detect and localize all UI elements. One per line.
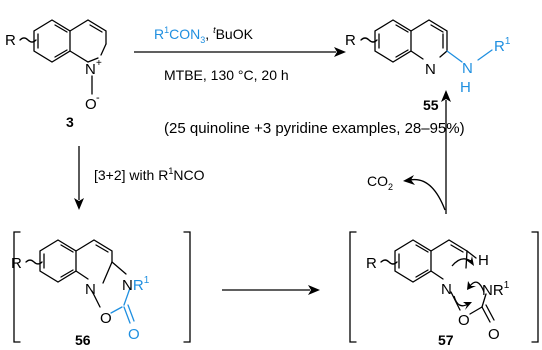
c55-substituent-bond (360, 37, 378, 43)
c55-c-n-bond (439, 50, 448, 58)
c57-carbonyl-bond (485, 304, 495, 321)
c3-pyridine-ring-bottom (69, 50, 99, 63)
top-reaction-arrow (134, 47, 346, 57)
compound-label-55: 55 (423, 97, 439, 113)
c3-double-bond (54, 24, 68, 33)
compound-57-structure (380, 239, 495, 323)
c3-r-group: R (5, 32, 16, 49)
compound-56-bracket (13, 231, 191, 343)
c57-c-n-bond (481, 293, 487, 308)
compound-55-structure (360, 19, 493, 63)
c57-nr1-group: NR1 (482, 280, 510, 299)
down-arrow (74, 146, 84, 210)
c57-hydrogen: H (478, 252, 489, 269)
c56-double-bond (95, 244, 109, 253)
c3-double-bond (89, 24, 103, 33)
c56-carbonyl-bond (123, 306, 131, 324)
c3-nitrogen: N (85, 61, 96, 78)
c56-substituent-bond (25, 259, 43, 265)
c57-double-bond (415, 269, 429, 278)
c55-double-bond (430, 24, 444, 33)
compound-3-structure (19, 19, 107, 95)
c55-pyridine-ring-top (410, 19, 448, 52)
c57-c-h-bond (466, 250, 477, 259)
compound-label-3: 3 (66, 114, 74, 130)
c56-c-n-bond (111, 261, 127, 275)
c56-benzo-ring (39, 239, 77, 283)
c56-r-group: R (11, 255, 22, 272)
c3-positive-charge: + (96, 58, 102, 69)
bottom-reaction-arrow (222, 285, 320, 295)
c57-r-group: R (366, 255, 377, 272)
c57-electron-pushing-arrows (451, 256, 485, 310)
c57-carbonyl-bond (481, 306, 491, 323)
c56-n-co-bond (123, 287, 131, 306)
c3-double-bond (54, 49, 68, 58)
c55-n-r-bond (477, 49, 493, 61)
c56-double-bond (60, 244, 74, 253)
c3-negative-charge: - (96, 92, 100, 104)
c57-substituent-bond (380, 259, 398, 265)
c57-double-bond (415, 244, 429, 253)
c57-ring-nitrogen: N (441, 281, 452, 298)
c56-ring-bond (75, 270, 89, 280)
c55-ring-nitrogen: N (425, 61, 436, 78)
c55-double-bond (395, 49, 409, 58)
compound-56-structure (25, 239, 135, 324)
step-down-label: [3+2] with R1NCO (94, 166, 205, 183)
c55-pyridine-ring-bottom (410, 50, 424, 60)
c57-benzo-ring (394, 239, 432, 283)
c57-ring-bond (430, 270, 444, 280)
c56-o-c-bond (110, 306, 123, 314)
c56-nr1-group: NR1 (122, 275, 150, 294)
c56-ring-oxygen: O (100, 310, 112, 327)
c3-oxygen: O (85, 96, 97, 113)
c55-r1-group: R1 (494, 36, 511, 55)
c55-r-group: R (345, 32, 356, 49)
c57-double-bond (450, 244, 464, 253)
c56-n-c-bond (102, 261, 113, 284)
c56-ring-nitrogen: N (85, 281, 96, 298)
c55-amine-nitrogen: N (462, 60, 473, 77)
c3-pyridine-ring-top (69, 19, 107, 45)
compound-57-bracket (349, 231, 539, 343)
reagent-label: R1CON3, tBuOK (154, 25, 254, 45)
c57-o-c-bond (469, 306, 483, 315)
c57-carbonyl-oxygen: O (488, 326, 500, 343)
c56-carbonyl-oxygen: O (128, 326, 140, 343)
compound-label-56: 56 (75, 332, 91, 348)
c55-amine-bond (446, 50, 463, 63)
c56-n-o-bond (91, 290, 101, 308)
up-arrow (441, 90, 451, 214)
c3-pyridine-c-n (100, 43, 107, 56)
c57-ring-oxygen: O (458, 312, 470, 329)
c56-carbonyl-bond (127, 304, 135, 322)
c55-amine-hydrogen: H (460, 79, 471, 96)
c56-dihydro-ring-top (75, 239, 113, 263)
co2-label: CO2 (367, 173, 393, 192)
c3-benzo-ring (33, 19, 71, 63)
compound-label-57: 57 (438, 332, 454, 348)
scope-label: (25 quinoline +3 pyridine examples, 28–9… (164, 120, 465, 137)
conditions-label: MTBE, 130 °C, 20 h (164, 67, 289, 83)
c56-double-bond (60, 269, 74, 278)
c55-benzo-ring (374, 19, 412, 63)
co2-release-curved-arrow (403, 175, 446, 211)
c55-double-bond (395, 24, 409, 33)
c57-dihydro-ring-top (430, 239, 468, 252)
c3-substituent-bond (19, 37, 37, 43)
